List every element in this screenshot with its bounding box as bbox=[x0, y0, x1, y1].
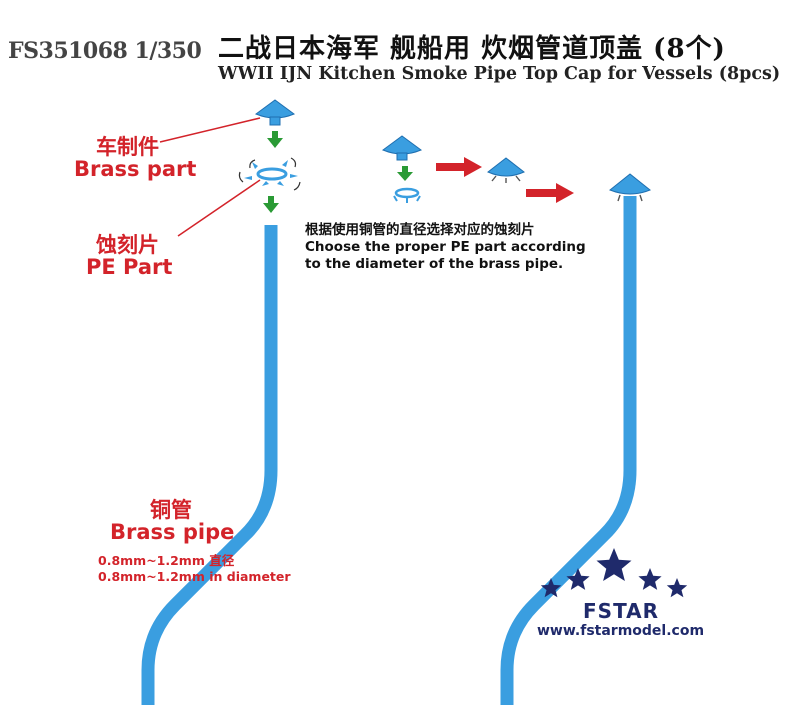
star-icon bbox=[540, 578, 562, 598]
green-arrow-down-1 bbox=[267, 131, 283, 148]
star-icon bbox=[596, 548, 632, 581]
green-arrow-down-3 bbox=[397, 166, 413, 181]
label-brass-part-en: Brass part bbox=[74, 157, 197, 181]
brand-url: www.fstarmodel.com bbox=[537, 623, 705, 639]
product-code: FS351068 1/350 bbox=[8, 38, 202, 64]
brass-cap-right bbox=[609, 173, 651, 202]
assembled-cap-step2 bbox=[487, 157, 525, 183]
brand-name: FSTAR bbox=[583, 599, 660, 623]
leader-brass-part bbox=[159, 117, 261, 143]
pe-ring-step1 bbox=[393, 187, 421, 203]
label-pe-part-cn: 蚀刻片 bbox=[96, 233, 159, 257]
leader-pe-part bbox=[177, 179, 261, 237]
label-brass-part-cn: 车制件 bbox=[96, 135, 159, 159]
fstar-stars-logo bbox=[540, 548, 688, 598]
star-icon bbox=[638, 568, 662, 590]
star-icon bbox=[666, 578, 688, 598]
brass-cap-step1 bbox=[381, 135, 423, 161]
star-icon bbox=[566, 568, 590, 590]
red-arrow-right-2 bbox=[526, 183, 574, 203]
brass-pipe-left bbox=[141, 225, 278, 705]
green-arrow-down-2 bbox=[263, 196, 279, 213]
spec-diameter-cn: 0.8mm~1.2mm 直径 bbox=[98, 553, 235, 568]
red-arrow-right-1 bbox=[436, 157, 482, 177]
note-line-en-2: to the diameter of the brass pipe. bbox=[305, 256, 564, 272]
title-english: WWII IJN Kitchen Smoke Pipe Top Cap for … bbox=[218, 64, 781, 84]
pe-ring-left bbox=[238, 157, 301, 191]
label-brass-pipe-en: Brass pipe bbox=[110, 520, 235, 544]
title-chinese: 二战日本海军 舰船用 炊烟管道顶盖 (8个) bbox=[218, 34, 726, 64]
label-pe-part-en: PE Part bbox=[86, 255, 173, 279]
brass-pipe-right bbox=[500, 196, 637, 705]
label-brass-pipe-cn: 铜管 bbox=[150, 498, 192, 522]
note-line-en-1: Choose the proper PE part according bbox=[305, 239, 586, 255]
brass-cap-left bbox=[254, 99, 296, 126]
spec-diameter-en: 0.8mm~1.2mm in diameter bbox=[98, 569, 291, 584]
note-line-cn: 根据使用铜管的直径选择对应的蚀刻片 bbox=[305, 222, 535, 238]
